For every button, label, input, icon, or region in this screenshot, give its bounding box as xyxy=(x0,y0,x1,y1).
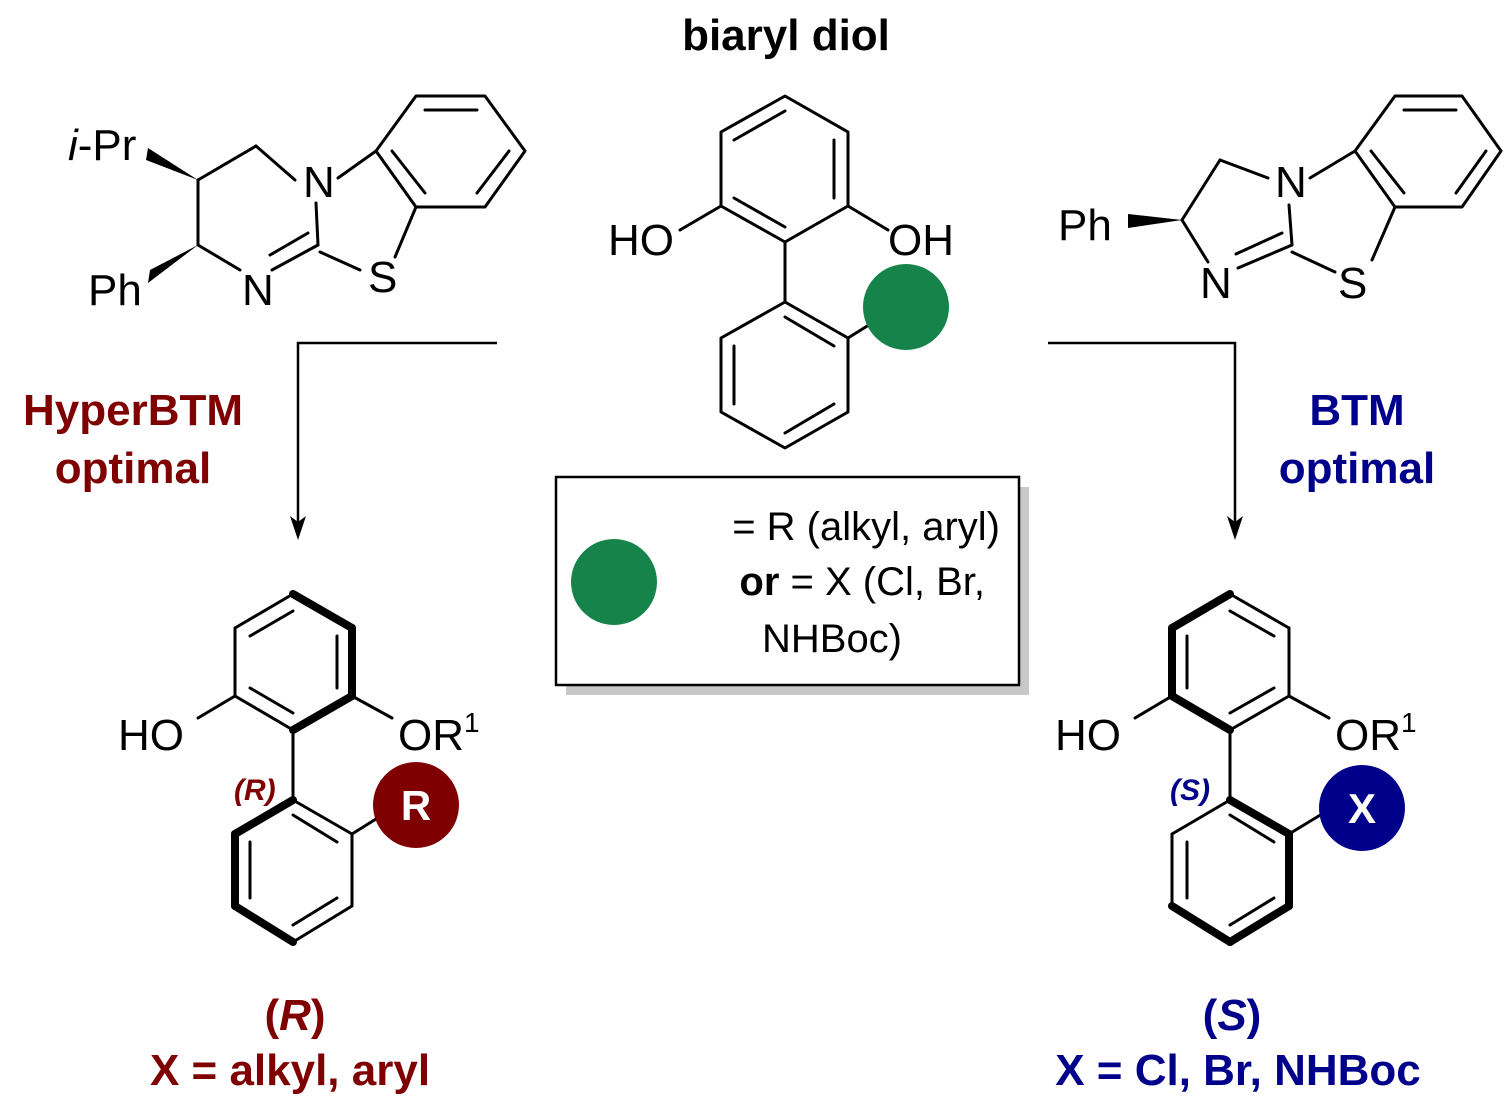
legend-line-2: or = X (Cl, Br, xyxy=(739,560,985,604)
btm-n-ring-label: N xyxy=(1275,158,1307,207)
arrow-to-r-product xyxy=(290,341,497,540)
product-s-circle-letter: X xyxy=(1348,785,1376,832)
product-r-substituent-circle xyxy=(373,762,459,848)
hyperbtm-optimal: optimal xyxy=(55,444,211,493)
product-s-ho-label: HO xyxy=(1055,711,1121,760)
substituent-legend-box: = R (alkyl, aryl) or = X (Cl, Br, NHBoc) xyxy=(554,475,1029,695)
legend-line-1: = R (alkyl, aryl) xyxy=(732,505,1000,549)
product-r-or1-label: OR1 xyxy=(398,707,480,760)
substrate-biaryl-diol: HO OH xyxy=(608,94,954,450)
scheme-title: biaryl diol xyxy=(682,11,890,60)
product-r-stereo-tag: (R) xyxy=(234,774,276,807)
product-r-scope-label: X = alkyl, aryl xyxy=(150,1046,430,1095)
btm-optimal: optimal xyxy=(1279,444,1435,493)
catalyst-hyperbtm-structure: i-Pr Ph N N S xyxy=(68,94,527,315)
substrate-ho-label: HO xyxy=(608,216,674,265)
substrate-oh-label: OH xyxy=(888,216,954,265)
product-s-substituent-circle xyxy=(1319,765,1405,851)
product-s-config-label: (S) xyxy=(1203,991,1262,1040)
btm-ph-label: Ph xyxy=(1058,201,1112,250)
product-r-ho-label: HO xyxy=(118,711,184,760)
product-r-circle-letter: R xyxy=(401,782,431,829)
hyperbtm-ipr-label: i-Pr xyxy=(68,121,136,170)
product-s-stereo-tag: (S) xyxy=(1170,774,1210,807)
legend-green-circle xyxy=(571,539,657,625)
legend-line-3: NHBoc) xyxy=(762,617,902,661)
hyperbtm-s-label: S xyxy=(368,253,397,302)
btm-s-label: S xyxy=(1338,259,1367,308)
btm-name: BTM xyxy=(1309,386,1404,435)
product-s-or1-label: OR1 xyxy=(1335,707,1417,760)
catalyst-btm-structure: Ph N N S xyxy=(1058,94,1503,308)
hyperbtm-name: HyperBTM xyxy=(23,386,243,435)
arrow-to-s-product xyxy=(1048,341,1243,540)
hyperbtm-ph-label: Ph xyxy=(88,266,142,315)
product-r-config-label: (R) xyxy=(264,991,325,1040)
product-s-scope-label: X = Cl, Br, NHBoc xyxy=(1055,1046,1421,1095)
hyperbtm-n-imine-label: N xyxy=(242,266,274,315)
substituent-green-circle xyxy=(863,264,949,350)
hyperbtm-n-ring-label: N xyxy=(303,158,335,207)
product-s-structure: X HO OR1 (S) xyxy=(1055,590,1417,946)
product-r-structure: R HO OR1 (R) xyxy=(118,590,480,946)
btm-n-imine-label: N xyxy=(1200,259,1232,308)
